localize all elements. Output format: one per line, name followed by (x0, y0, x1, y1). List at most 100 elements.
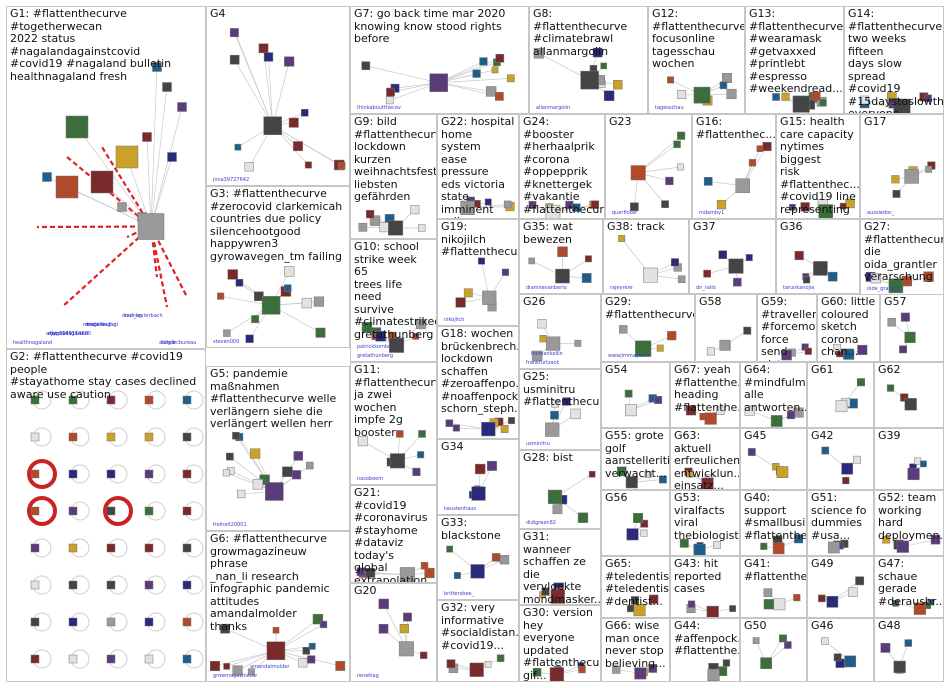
hub-node-icon[interactable] (896, 540, 909, 553)
user-node-icon[interactable] (356, 567, 366, 577)
hub-node-icon[interactable] (818, 204, 833, 218)
hub-node-icon[interactable] (389, 337, 405, 353)
user-node-icon[interactable] (68, 654, 78, 664)
user-node-icon[interactable] (386, 87, 395, 97)
user-node-icon[interactable] (90, 170, 114, 194)
user-node-icon[interactable] (552, 504, 563, 515)
user-node-icon[interactable] (293, 141, 303, 152)
user-node-icon[interactable] (654, 396, 663, 404)
user-node-icon[interactable] (369, 215, 381, 226)
user-node-icon[interactable] (472, 69, 481, 78)
user-node-icon[interactable] (182, 432, 192, 442)
user-node-icon[interactable] (475, 463, 486, 475)
user-node-icon[interactable] (818, 594, 826, 603)
user-node-icon[interactable] (144, 469, 154, 479)
hub-node-icon[interactable] (261, 296, 281, 315)
hub-node-icon[interactable] (813, 261, 828, 276)
user-node-icon[interactable] (677, 90, 687, 99)
hub-node-icon[interactable] (630, 165, 646, 181)
user-node-icon[interactable] (424, 567, 435, 579)
user-node-icon[interactable] (860, 95, 869, 105)
user-node-icon[interactable] (358, 222, 368, 232)
hub-node-icon[interactable] (398, 641, 414, 657)
hub-node-icon[interactable] (706, 605, 719, 617)
user-node-icon[interactable] (541, 587, 550, 596)
user-node-icon[interactable] (415, 318, 427, 330)
user-node-icon[interactable] (496, 654, 505, 662)
user-node-icon[interactable] (313, 296, 325, 307)
user-node-icon[interactable] (245, 334, 254, 343)
user-node-icon[interactable] (30, 543, 40, 553)
user-node-icon[interactable] (234, 143, 242, 151)
user-node-icon[interactable] (144, 432, 154, 442)
user-node-icon[interactable] (716, 406, 725, 416)
user-node-icon[interactable] (182, 654, 192, 664)
user-node-icon[interactable] (315, 327, 326, 338)
user-node-icon[interactable] (533, 48, 545, 59)
user-node-icon[interactable] (842, 477, 850, 485)
user-node-icon[interactable] (55, 175, 79, 199)
user-node-icon[interactable] (661, 200, 669, 208)
user-node-icon[interactable] (412, 467, 421, 476)
user-node-icon[interactable] (925, 165, 933, 173)
hub-node-icon[interactable] (772, 542, 785, 555)
user-node-icon[interactable] (752, 637, 760, 644)
hub-node-icon[interactable] (719, 339, 731, 351)
user-node-icon[interactable] (357, 436, 368, 447)
hub-node-icon[interactable] (773, 598, 786, 611)
user-node-icon[interactable] (167, 152, 177, 162)
hub-node-icon[interactable] (904, 331, 916, 343)
user-node-icon[interactable] (293, 451, 304, 461)
user-node-icon[interactable] (263, 52, 274, 62)
user-node-icon[interactable] (585, 255, 592, 263)
user-node-icon[interactable] (229, 54, 240, 65)
user-node-icon[interactable] (117, 202, 127, 212)
user-node-icon[interactable] (686, 470, 694, 478)
user-node-icon[interactable] (491, 66, 499, 74)
user-node-icon[interactable] (659, 475, 667, 484)
user-node-icon[interactable] (182, 469, 192, 479)
user-node-icon[interactable] (617, 466, 627, 477)
hub-node-icon[interactable] (546, 336, 561, 351)
user-node-icon[interactable] (446, 545, 454, 553)
user-node-icon[interactable] (182, 617, 192, 627)
user-node-icon[interactable] (501, 268, 509, 276)
user-node-icon[interactable] (590, 200, 600, 209)
user-node-icon[interactable] (613, 80, 623, 90)
user-node-icon[interactable] (574, 339, 582, 347)
user-node-icon[interactable] (648, 663, 658, 673)
hub-node-icon[interactable] (904, 169, 919, 184)
user-node-icon[interactable] (786, 410, 796, 420)
user-node-icon[interactable] (665, 176, 674, 186)
user-node-icon[interactable] (677, 131, 686, 140)
user-node-icon[interactable] (811, 91, 821, 101)
user-node-icon[interactable] (144, 543, 154, 553)
user-node-icon[interactable] (882, 535, 890, 544)
user-node-icon[interactable] (550, 410, 559, 420)
user-node-icon[interactable] (106, 617, 116, 627)
user-node-icon[interactable] (106, 432, 116, 442)
user-node-icon[interactable] (30, 580, 40, 590)
user-node-icon[interactable] (361, 61, 371, 71)
user-node-icon[interactable] (763, 588, 773, 598)
hub-node-icon[interactable] (470, 564, 485, 579)
hub-node-icon[interactable] (728, 258, 744, 274)
user-node-icon[interactable] (220, 623, 230, 634)
hub-node-icon[interactable] (835, 400, 848, 413)
user-node-icon[interactable] (762, 141, 772, 152)
user-node-icon[interactable] (557, 246, 568, 258)
user-node-icon[interactable] (821, 446, 830, 455)
user-node-icon[interactable] (232, 665, 243, 676)
hub-node-icon[interactable] (843, 348, 855, 360)
user-node-icon[interactable] (446, 659, 456, 669)
user-node-icon[interactable] (484, 198, 492, 206)
user-node-icon[interactable] (420, 651, 428, 659)
user-node-icon[interactable] (308, 642, 316, 650)
user-node-icon[interactable] (365, 567, 376, 578)
user-node-icon[interactable] (619, 325, 628, 334)
user-node-icon[interactable] (491, 553, 501, 562)
user-node-icon[interactable] (779, 634, 787, 643)
user-node-icon[interactable] (572, 203, 581, 212)
user-node-icon[interactable] (747, 448, 756, 456)
user-node-icon[interactable] (227, 269, 238, 280)
